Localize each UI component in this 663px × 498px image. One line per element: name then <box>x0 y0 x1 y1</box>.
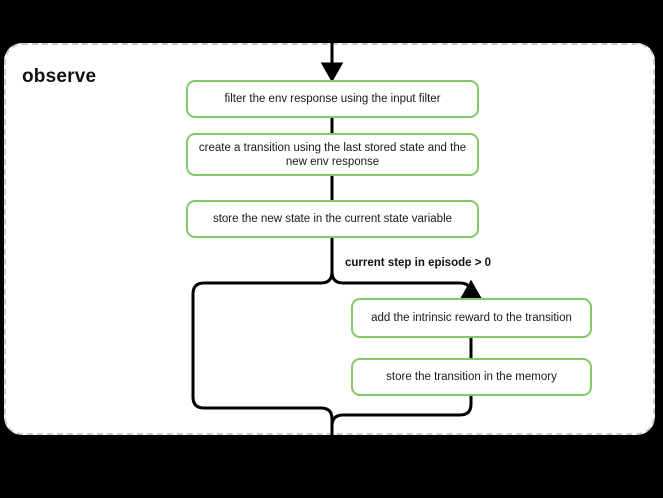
node-store-new-state[interactable]: store the new state in the current state… <box>186 200 479 238</box>
node-add-intrinsic-reward[interactable]: add the intrinsic reward to the transiti… <box>351 298 592 338</box>
node-filter-env-response[interactable]: filter the env response using the input … <box>186 80 479 118</box>
node-create-transition[interactable]: create a transition using the last store… <box>186 133 479 176</box>
edge-condition-label: current step in episode > 0 <box>345 257 492 269</box>
group-title: observe <box>22 66 97 87</box>
node-store-transition-memory[interactable]: store the transition in the memory <box>351 358 592 396</box>
